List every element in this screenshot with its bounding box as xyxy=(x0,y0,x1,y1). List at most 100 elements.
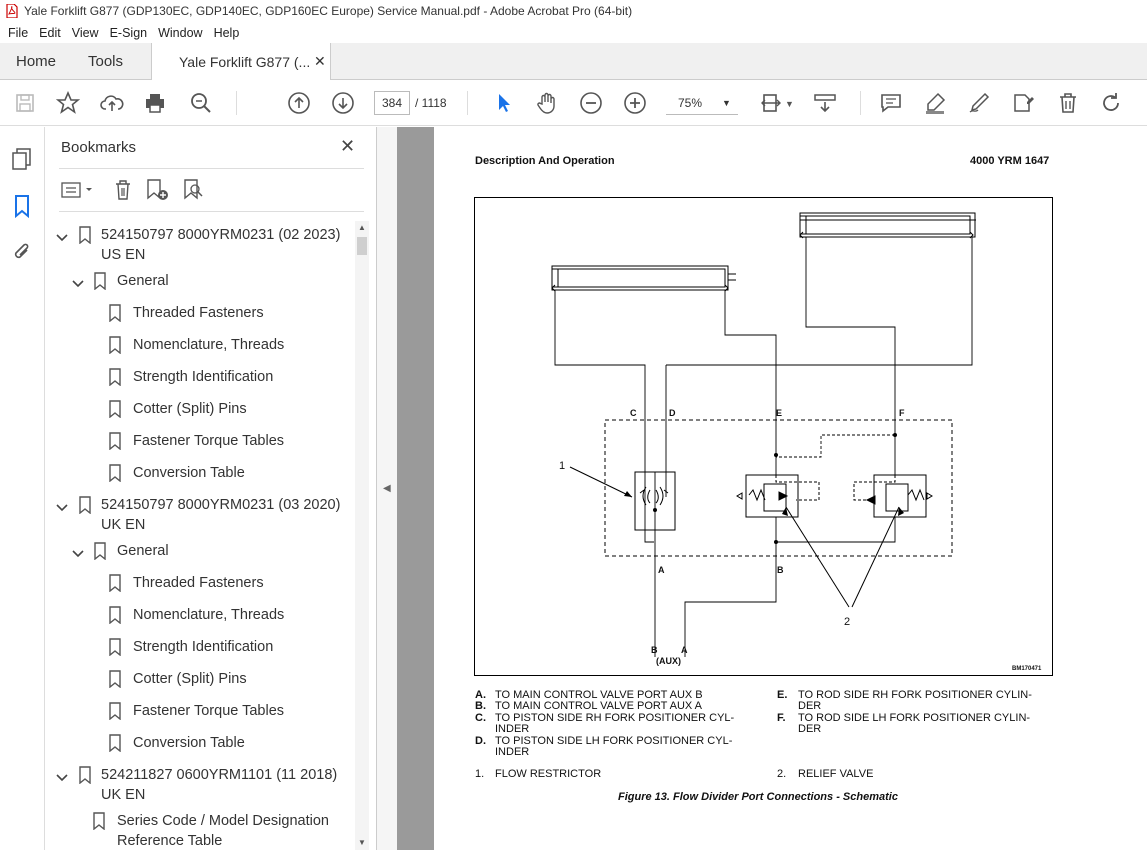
bookmark-icon xyxy=(108,336,122,360)
toolbar-divider xyxy=(860,91,861,115)
bookmark-icon xyxy=(93,542,107,566)
bookmark-icon xyxy=(78,766,92,790)
edit-pdf-icon[interactable] xyxy=(1010,90,1036,116)
highlight-icon[interactable] xyxy=(922,90,948,116)
legend-key: C. xyxy=(475,712,486,724)
legend-key: A. xyxy=(475,689,486,701)
panel-divider xyxy=(59,168,364,169)
bookmark-label: 524150797 8000YRM0231 (02 2023) US EN xyxy=(101,227,341,263)
port-c-label: C xyxy=(630,408,637,418)
chevron-down-icon[interactable] xyxy=(55,769,69,789)
bookmark-icon xyxy=(108,638,122,662)
page-fit-icon[interactable] xyxy=(758,90,784,116)
bookmark-label: General xyxy=(117,543,169,559)
upload-icon[interactable] xyxy=(99,90,125,116)
tab-tools[interactable]: Tools xyxy=(88,53,124,70)
menu-file[interactable]: File xyxy=(8,25,29,40)
zoom-in-icon[interactable] xyxy=(622,90,648,116)
tab-home[interactable]: Home xyxy=(16,53,57,70)
scroll-up-icon[interactable]: ▲ xyxy=(358,223,366,232)
draw-icon[interactable] xyxy=(966,90,992,116)
chevron-down-icon[interactable] xyxy=(55,229,69,249)
bookmark-label: Fastener Torque Tables xyxy=(133,703,285,719)
port-f-label: F xyxy=(899,408,905,418)
close-panel-icon[interactable]: ✕ xyxy=(340,136,356,156)
bookmark-label: Conversion Table xyxy=(133,465,245,481)
bookmark-icon xyxy=(108,734,122,758)
menu-edit[interactable]: Edit xyxy=(39,25,61,40)
scrolling-mode-icon[interactable] xyxy=(812,90,838,116)
cylinder-rh xyxy=(799,212,976,239)
bookmark-icon xyxy=(108,368,122,392)
figure-caption: Figure 13. Flow Divider Port Connections… xyxy=(618,791,898,803)
document-viewer[interactable]: Description And Operation 4000 YRM 1647 xyxy=(397,127,1147,850)
bookmark-label: Strength Identification xyxy=(133,369,274,385)
pdf-page: Description And Operation 4000 YRM 1647 xyxy=(434,127,1147,850)
search-icon[interactable] xyxy=(188,90,214,116)
page-header-left: Description And Operation xyxy=(475,155,615,167)
bookmark-label: Fastener Torque Tables xyxy=(133,433,285,449)
pages-panel-icon[interactable] xyxy=(11,147,33,176)
bookmark-icon xyxy=(108,606,122,630)
scrollbar-thumb[interactable] xyxy=(357,237,367,255)
bookmarks-scrollbar[interactable]: ▲ ▼ xyxy=(355,221,369,850)
star-icon[interactable] xyxy=(55,90,81,116)
window-title: Yale Forklift G877 (GDP130EC, GDP140EC, … xyxy=(24,4,633,18)
port-d-label: D xyxy=(669,408,676,418)
hand-tool-icon[interactable] xyxy=(534,90,560,116)
legend-text: TO MAIN CONTROL VALVE PORT AUX A xyxy=(495,700,703,712)
legend-text: TO PISTON SIDE RH FORK POSITIONER CYL- xyxy=(495,712,735,724)
title-bar: Yale Forklift G877 (GDP130EC, GDP140EC, … xyxy=(0,0,1147,22)
zoom-select[interactable]: 75% ▼ xyxy=(666,91,738,115)
port-e-label: E xyxy=(776,408,783,418)
menu-help[interactable]: Help xyxy=(213,25,240,40)
bookmark-label: Threaded Fasteners xyxy=(133,305,264,321)
delete-icon[interactable] xyxy=(1055,90,1081,116)
legend-key: B. xyxy=(475,700,486,712)
aux-b-label: B xyxy=(651,645,658,655)
rotate-icon[interactable] xyxy=(1098,90,1124,116)
legend-key: 2. xyxy=(777,768,787,780)
bookmark-options-icon[interactable] xyxy=(61,180,95,205)
panel-collapse-gutter: ◀ xyxy=(377,127,397,850)
next-page-icon[interactable] xyxy=(330,90,356,116)
previous-page-icon[interactable] xyxy=(286,90,312,116)
new-bookmark-icon[interactable] xyxy=(145,178,171,207)
bookmark-icon xyxy=(108,432,122,456)
find-bookmark-icon[interactable] xyxy=(182,178,206,207)
chevron-down-icon[interactable] xyxy=(55,499,69,519)
panel-divider xyxy=(59,211,364,212)
menu-window[interactable]: Window xyxy=(158,25,203,40)
select-cursor-icon[interactable] xyxy=(490,90,516,116)
page-number-input[interactable]: 384 xyxy=(374,91,410,115)
save-icon[interactable] xyxy=(12,90,38,116)
page-fit-dropdown-icon[interactable]: ▼ xyxy=(785,99,794,109)
zoom-out-icon[interactable] xyxy=(578,90,604,116)
tab-bar: Home Tools Yale Forklift G877 (... ✕ xyxy=(0,43,1147,81)
attachment-icon[interactable] xyxy=(11,240,33,269)
bookmark-label: 524150797 8000YRM0231 (03 2020) UK EN xyxy=(101,497,341,533)
chevron-down-icon[interactable] xyxy=(71,545,85,565)
delete-bookmark-icon[interactable] xyxy=(113,179,133,206)
menu-esign[interactable]: E-Sign xyxy=(109,25,148,40)
toolbar: ▼ xyxy=(0,80,1147,126)
bookmark-icon xyxy=(93,272,107,296)
comment-icon[interactable] xyxy=(878,90,904,116)
collapse-panel-icon[interactable]: ◀ xyxy=(383,483,391,494)
chevron-down-icon[interactable] xyxy=(71,275,85,295)
close-tab-icon[interactable]: ✕ xyxy=(314,53,326,69)
scroll-down-icon[interactable]: ▼ xyxy=(358,838,366,847)
schematic-diagram xyxy=(474,197,1053,676)
port-a-label: A xyxy=(658,565,665,575)
bookmark-icon xyxy=(108,574,122,598)
tab-document[interactable]: Yale Forklift G877 (... ✕ xyxy=(151,43,331,81)
print-icon[interactable] xyxy=(142,90,168,116)
menu-view[interactable]: View xyxy=(71,25,99,40)
bookmark-label: Nomenclature, Threads xyxy=(133,607,285,623)
bookmark-label: Series Code / Model Designation Referenc… xyxy=(117,813,329,849)
bookmark-panel-icon[interactable] xyxy=(12,194,32,223)
chevron-down-icon: ▼ xyxy=(722,97,731,108)
bookmark-icon xyxy=(78,496,92,520)
toolbar-divider xyxy=(467,91,468,115)
bookmark-label: Strength Identification xyxy=(133,639,274,655)
